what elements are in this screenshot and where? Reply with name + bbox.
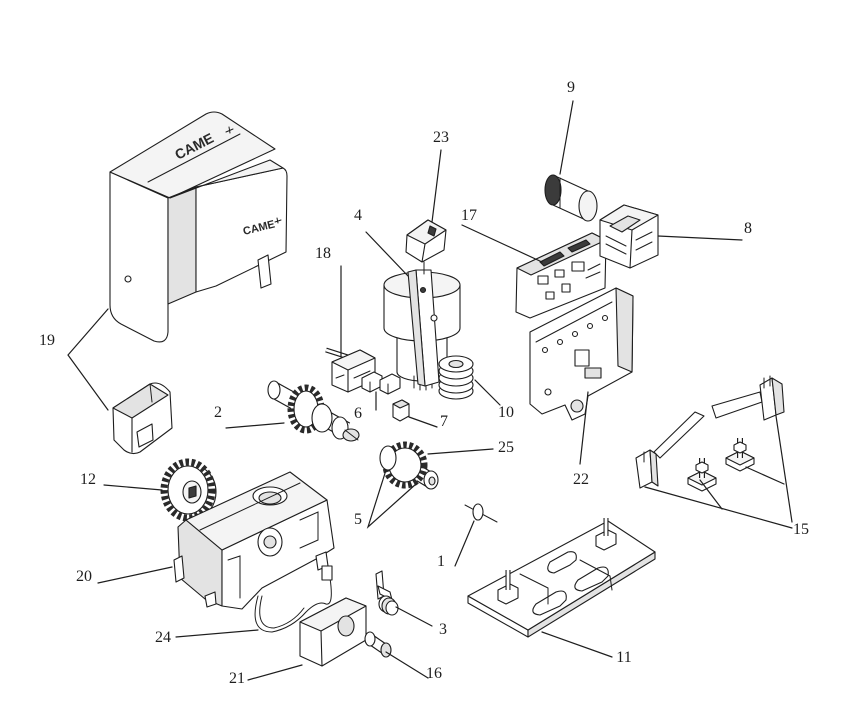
pulleys-10: [438, 355, 474, 400]
leader-2: [225, 422, 285, 429]
callout-11: 11: [616, 649, 631, 666]
callout-6: 6: [354, 405, 362, 422]
gearbox-housing: [173, 471, 335, 610]
callout-2: 2: [214, 404, 222, 421]
callout-24: 24: [155, 629, 171, 646]
bolt-15b: [725, 438, 755, 472]
callout-7: 7: [440, 413, 448, 430]
leader-16: [385, 651, 429, 679]
plug-23: [405, 219, 447, 275]
base-plate-11: [467, 518, 656, 638]
circuit-board-17: [515, 232, 607, 319]
leader-17: [461, 224, 543, 263]
callout-4: 4: [354, 207, 362, 224]
callout-3: 3: [439, 621, 447, 638]
leader-1: [454, 520, 475, 567]
cover-plate-21: [299, 597, 367, 667]
callout-1: 1: [437, 553, 445, 570]
leader-8: [657, 235, 743, 241]
brackets-15: [635, 375, 785, 489]
callout-23: 23: [433, 129, 449, 146]
leader-15: [644, 415, 793, 529]
leader-22: [579, 391, 589, 465]
leader-20: [97, 566, 173, 584]
leader-9: [559, 100, 574, 175]
transformer-8: [599, 204, 659, 269]
callout-5: 5: [354, 511, 362, 528]
capacitor-9: [544, 174, 598, 222]
callout-16: 16: [426, 665, 442, 682]
cover-housing: CAME CAME: [109, 111, 288, 343]
callout-15: 15: [793, 521, 809, 538]
callout-12: 12: [80, 471, 96, 488]
pin-1: [464, 503, 498, 523]
leader-19: [67, 308, 109, 411]
callout-21: 21: [229, 670, 245, 687]
leader-4: [365, 231, 409, 277]
callout-19: 19: [39, 332, 55, 349]
callout-8: 8: [744, 220, 752, 237]
cover-top-logo-mark: [225, 126, 234, 134]
leader-5: [366, 469, 417, 529]
callout-20: 20: [76, 568, 92, 585]
part-7: [392, 399, 410, 422]
callout-labels: 9 23 4 17 8 18 19 2 6 7 10 25 12 22 5 15…: [39, 79, 809, 687]
leader-3: [395, 606, 433, 627]
leader-24: [175, 629, 259, 638]
shaft-2: [267, 380, 360, 442]
gear-25: [379, 441, 439, 490]
mounting-plate-22: [529, 287, 634, 421]
leader-10: [474, 379, 501, 406]
callout-9: 9: [567, 79, 575, 96]
motor-4: [383, 269, 461, 391]
callout-18: 18: [315, 245, 331, 262]
part-3-spring-bracket: [375, 570, 399, 616]
leader-25: [427, 448, 494, 455]
callout-25: 25: [498, 439, 514, 456]
callout-17: 17: [461, 207, 477, 224]
callout-22: 22: [573, 471, 589, 488]
leader-lines: [67, 100, 793, 681]
cover-side-logo-mark: [274, 217, 282, 224]
part-6: [361, 371, 401, 395]
leader-21: [247, 664, 303, 681]
gear-12: [160, 458, 217, 522]
leader-11: [541, 631, 613, 658]
end-cap: [112, 382, 173, 455]
callout-10: 10: [498, 404, 514, 421]
bolt-15a: [687, 458, 717, 492]
leader-12: [103, 484, 163, 491]
leader-23: [431, 149, 442, 223]
cable-24: [254, 565, 333, 633]
leader-7: [408, 416, 438, 428]
